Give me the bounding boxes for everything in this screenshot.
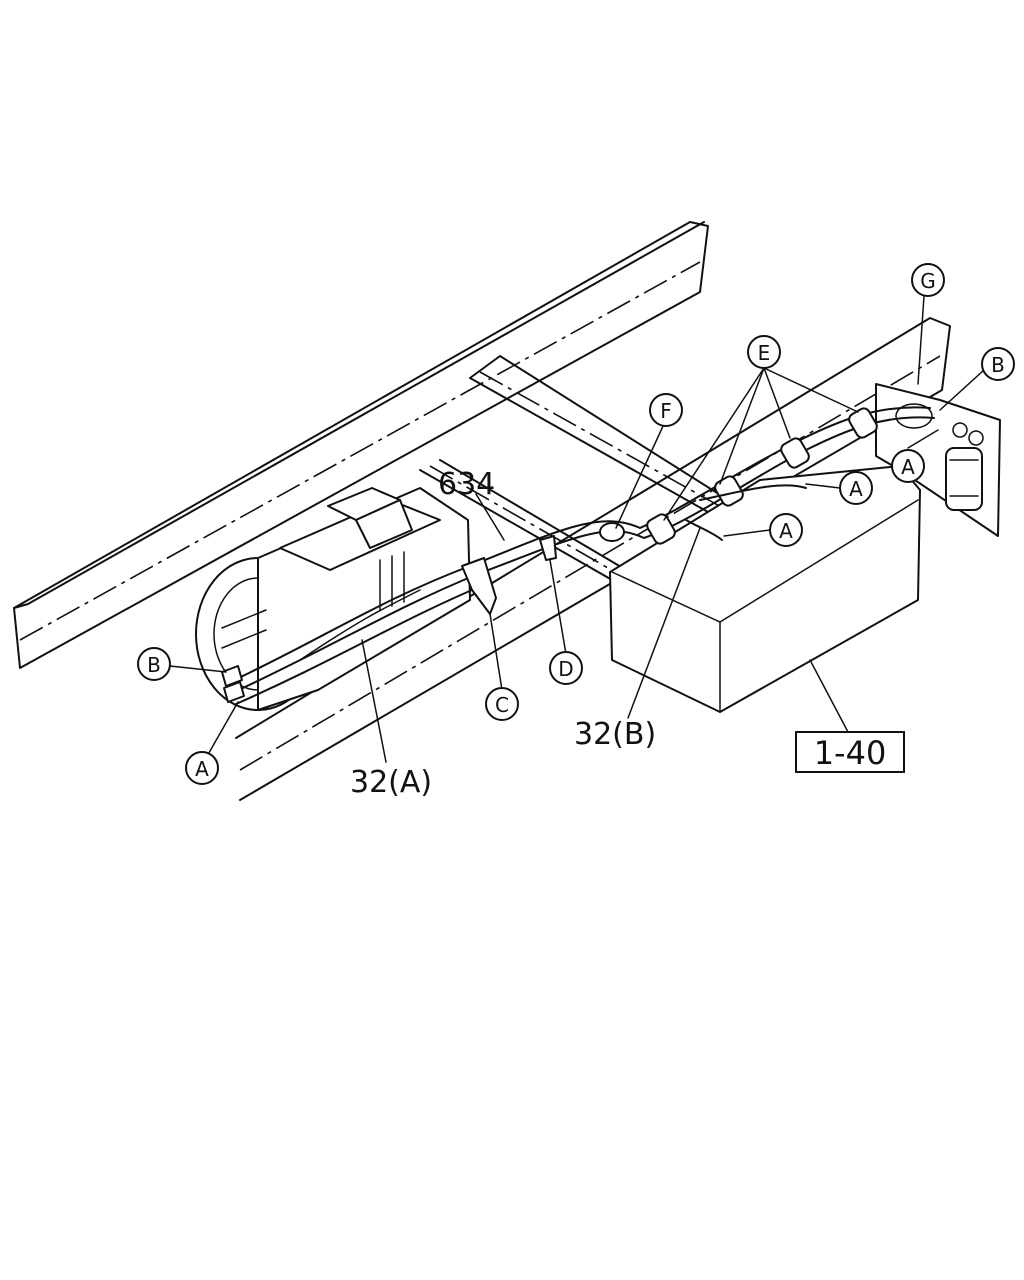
- callout-label: A: [195, 757, 209, 781]
- callout-label: F: [660, 399, 672, 423]
- callout-c-clip: C: [485, 687, 519, 721]
- part-number-32b: 32(B): [574, 717, 656, 752]
- callout-label: B: [991, 353, 1005, 377]
- reference-box-1-40: 1-40: [795, 731, 905, 773]
- reference-label: 1-40: [814, 734, 887, 772]
- callout-label: C: [495, 693, 509, 717]
- callout-a-left: A: [185, 751, 219, 785]
- callout-a-mid-lower: A: [769, 513, 803, 547]
- fuel-tank: [609, 465, 921, 713]
- callout-b-right: B: [981, 347, 1015, 381]
- part-number-634: 634: [438, 467, 495, 502]
- callout-label: E: [758, 341, 771, 365]
- callout-d-clip: D: [549, 651, 583, 685]
- callout-label: G: [920, 269, 936, 293]
- callout-label: D: [558, 657, 573, 681]
- callout-label: A: [779, 519, 793, 543]
- callout-label: A: [901, 455, 915, 479]
- callout-e-top: E: [747, 335, 781, 369]
- fuel-lines: [221, 406, 935, 705]
- callout-b-left: B: [137, 647, 171, 681]
- callout-g-top: G: [911, 263, 945, 297]
- callout-a-mid-upper: A: [839, 471, 873, 505]
- callout-a-right-top: A: [891, 449, 925, 483]
- leader-lines: [169, 295, 985, 763]
- part-number-32a: 32(A): [350, 765, 432, 800]
- callout-f-mid: F: [649, 393, 683, 427]
- callout-label: A: [849, 477, 863, 501]
- fuel-filter-assembly: [875, 383, 1001, 537]
- callout-label: B: [147, 653, 161, 677]
